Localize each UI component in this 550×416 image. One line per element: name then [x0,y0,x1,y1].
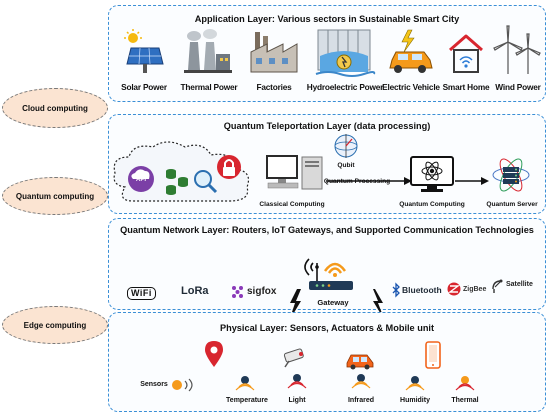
classical-computing-label: Classical Computing [259,201,325,208]
thermal-power-icon [184,29,232,73]
quantum-network-layer: Quantum Network Layer: Routers, IoT Gate… [108,218,546,321]
classical-computer-icon [266,155,323,190]
wind-power-label: Wind Power [495,82,541,92]
qubit-sphere-icon [334,134,358,158]
sensor-icon [172,378,193,392]
solar-power-icon [124,29,164,73]
quantum-computer-icon [410,156,454,192]
thermal-label: Thermal [451,397,479,404]
zigbee-text: ZigBee [463,286,487,293]
smart-home-label: Smart Home [442,82,490,92]
light-sensor-icon [287,374,307,389]
humidity-sensor-icon [405,376,425,391]
api-text: API [136,177,146,183]
sensors-label: Sensors [140,381,168,388]
application-layer: Application Layer: Various sectors in Su… [108,5,546,102]
wifi-text: WiFi [131,288,152,298]
bluetooth-logo: Bluetooth [402,285,442,295]
gateway-label: Gateway [317,298,349,307]
gateway-router-icon [304,258,353,290]
sigfox-icon [232,286,243,298]
server-arrow [455,177,489,185]
zigbee-icon [447,282,461,296]
quantum-computing-label: Quantum Computing [399,201,465,208]
application-layer-title: Application Layer: Various sectors in Su… [194,14,460,24]
satellite-icon [492,279,503,293]
mobile-phone-icon [425,341,441,369]
temperature-sensor-icon [235,376,255,391]
lora-logo: LoRa [181,285,209,297]
factories-icon [250,32,298,73]
quantum-computing-label: Quantum computing [15,191,95,201]
zigbee-logo: ZigBee [463,286,486,293]
cloud-computing-ellipse: Cloud computing [2,88,108,128]
quantum-teleportation-layer: Quantum Teleportation Layer (data proces… [108,114,546,214]
wind-power-icon [493,25,541,74]
light-label: Light [288,397,306,404]
hydroelectric-power-label: Hydroelectric Power [306,82,384,92]
sigfox-logo: sigfox [247,286,276,297]
infrared-sensor-icon [351,374,371,389]
satellite-text: Satellite [506,281,533,288]
right-lightning-icon [373,289,385,321]
sigfox-text: sigfox [247,286,277,297]
quantum-computing-ellipse: Quantum computing [2,177,108,215]
physical-layer: Physical Layer: Sensors, Actuators & Mob… [108,312,546,412]
bluetooth-text: Bluetooth [402,285,442,295]
thermal-sensor-icon [455,376,475,391]
factories-label: Factories [256,82,292,92]
physical-layer-title: Physical Layer: Sensors, Actuators & Mob… [219,323,435,333]
electric-vehicle-label: Electric Vehicle [382,82,440,92]
thermal-power-label: Thermal Power [180,82,238,92]
processing-arrow [326,177,412,185]
location-pin-icon [205,341,223,367]
lora-text: LoRa [181,285,209,297]
edge-computing-ellipse: Edge computing [2,306,108,344]
quantum-server-label: Quantum Server [486,201,538,208]
cloud-computing-label: Cloud computing [22,103,88,113]
security-camera-icon [283,348,304,368]
car-icon [346,354,374,370]
satellite-logo: Satellite [506,281,533,288]
temperature-label: Temperature [226,397,268,404]
qubit-label: Qubit [337,162,355,169]
network-layer-title: Quantum Network Layer: Routers, IoT Gate… [120,225,534,235]
data-cloud-icon: API [113,141,250,202]
edge-computing-label: Edge computing [23,320,87,330]
hydroelectric-power-icon [315,29,376,77]
solar-power-label: Solar Power [121,82,167,92]
electric-vehicle-icon [389,29,433,73]
wifi-logo: WiFi [127,287,156,300]
teleportation-layer-title: Quantum Teleportation Layer (data proces… [223,121,431,131]
infrared-label: Infrared [347,397,375,404]
humidity-label: Humidity [400,397,430,404]
quantum-processing-label: Quantum Processing [323,178,391,185]
smart-home-icon [449,34,483,73]
bluetooth-icon [392,282,400,298]
quantum-server-icon [492,158,530,192]
